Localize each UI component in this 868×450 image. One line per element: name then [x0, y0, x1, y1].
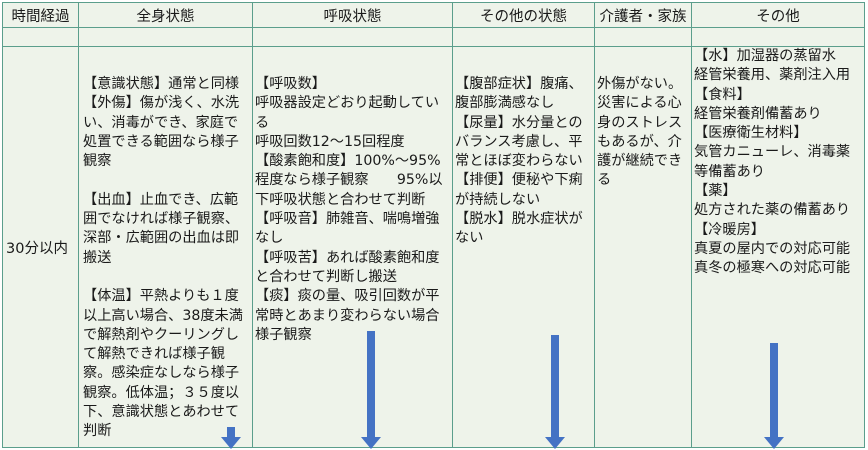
spacer-cell	[2, 27, 79, 47]
other-text: 【水】加湿器の蒸留水 経管栄養用、薬剤注入用 【食料】 経管栄養剤備蓄あり 【医…	[694, 48, 851, 277]
other-condition-cell: 【腹部症状】腹痛、腹部膨満感なし 【尿量】水分量とのバランス考慮し、平常とほぼ変…	[452, 46, 595, 449]
respiratory-condition-cell: 【呼吸数】 呼吸器設定どおり起動している 呼吸回数12～15回程度 【酸素飽和度…	[252, 46, 453, 449]
caregiver-family-text: 外傷がない。 災害による心身のストレスもあるが、介護が継続できる	[597, 76, 683, 189]
header-other-condition: その他の状態	[452, 2, 595, 28]
header-general-condition: 全身状態	[78, 2, 253, 28]
header-time: 時間経過	[2, 2, 79, 28]
spacer-cell	[78, 27, 253, 47]
other-condition-text: 【腹部症状】腹痛、腹部膨満感なし 【尿量】水分量とのバランス考慮し、平常とほぼ変…	[455, 76, 583, 247]
header-respiratory-condition: 呼吸状態	[252, 2, 453, 28]
header-row: 時間経過 全身状態 呼吸状態 その他の状態 介護者・家族 その他	[2, 2, 865, 28]
spacer-row	[2, 27, 865, 47]
spacer-cell	[252, 27, 453, 47]
spacer-cell	[691, 27, 865, 47]
respiratory-condition-text: 【呼吸数】 呼吸器設定どおり起動している 呼吸回数12～15回程度 【酸素飽和度…	[255, 76, 443, 343]
header-other: その他	[691, 2, 865, 28]
content-row: 30分以内 【意識状態】通常と同様 【外傷】傷が浅く、水洗い、消毒ができ、家庭で…	[2, 46, 865, 449]
caregiver-family-cell: 外傷がない。 災害による心身のストレスもあるが、介護が継続できる	[594, 46, 692, 448]
other-cell: 【水】加湿器の蒸留水 経管栄養用、薬剤注入用 【食料】 経管栄養剤備蓄あり 【医…	[691, 46, 865, 449]
general-condition-text: 【意識状態】通常と同様 【外傷】傷が浅く、水洗い、消毒ができ、家庭で処置できる範…	[83, 76, 243, 440]
spacer-cell	[452, 27, 595, 47]
time-cell: 30分以内	[2, 46, 79, 448]
spacer-cell	[594, 27, 692, 47]
header-caregiver-family: 介護者・家族	[594, 2, 692, 28]
general-condition-cell: 【意識状態】通常と同様 【外傷】傷が浅く、水洗い、消毒ができ、家庭で処置できる範…	[78, 46, 253, 449]
